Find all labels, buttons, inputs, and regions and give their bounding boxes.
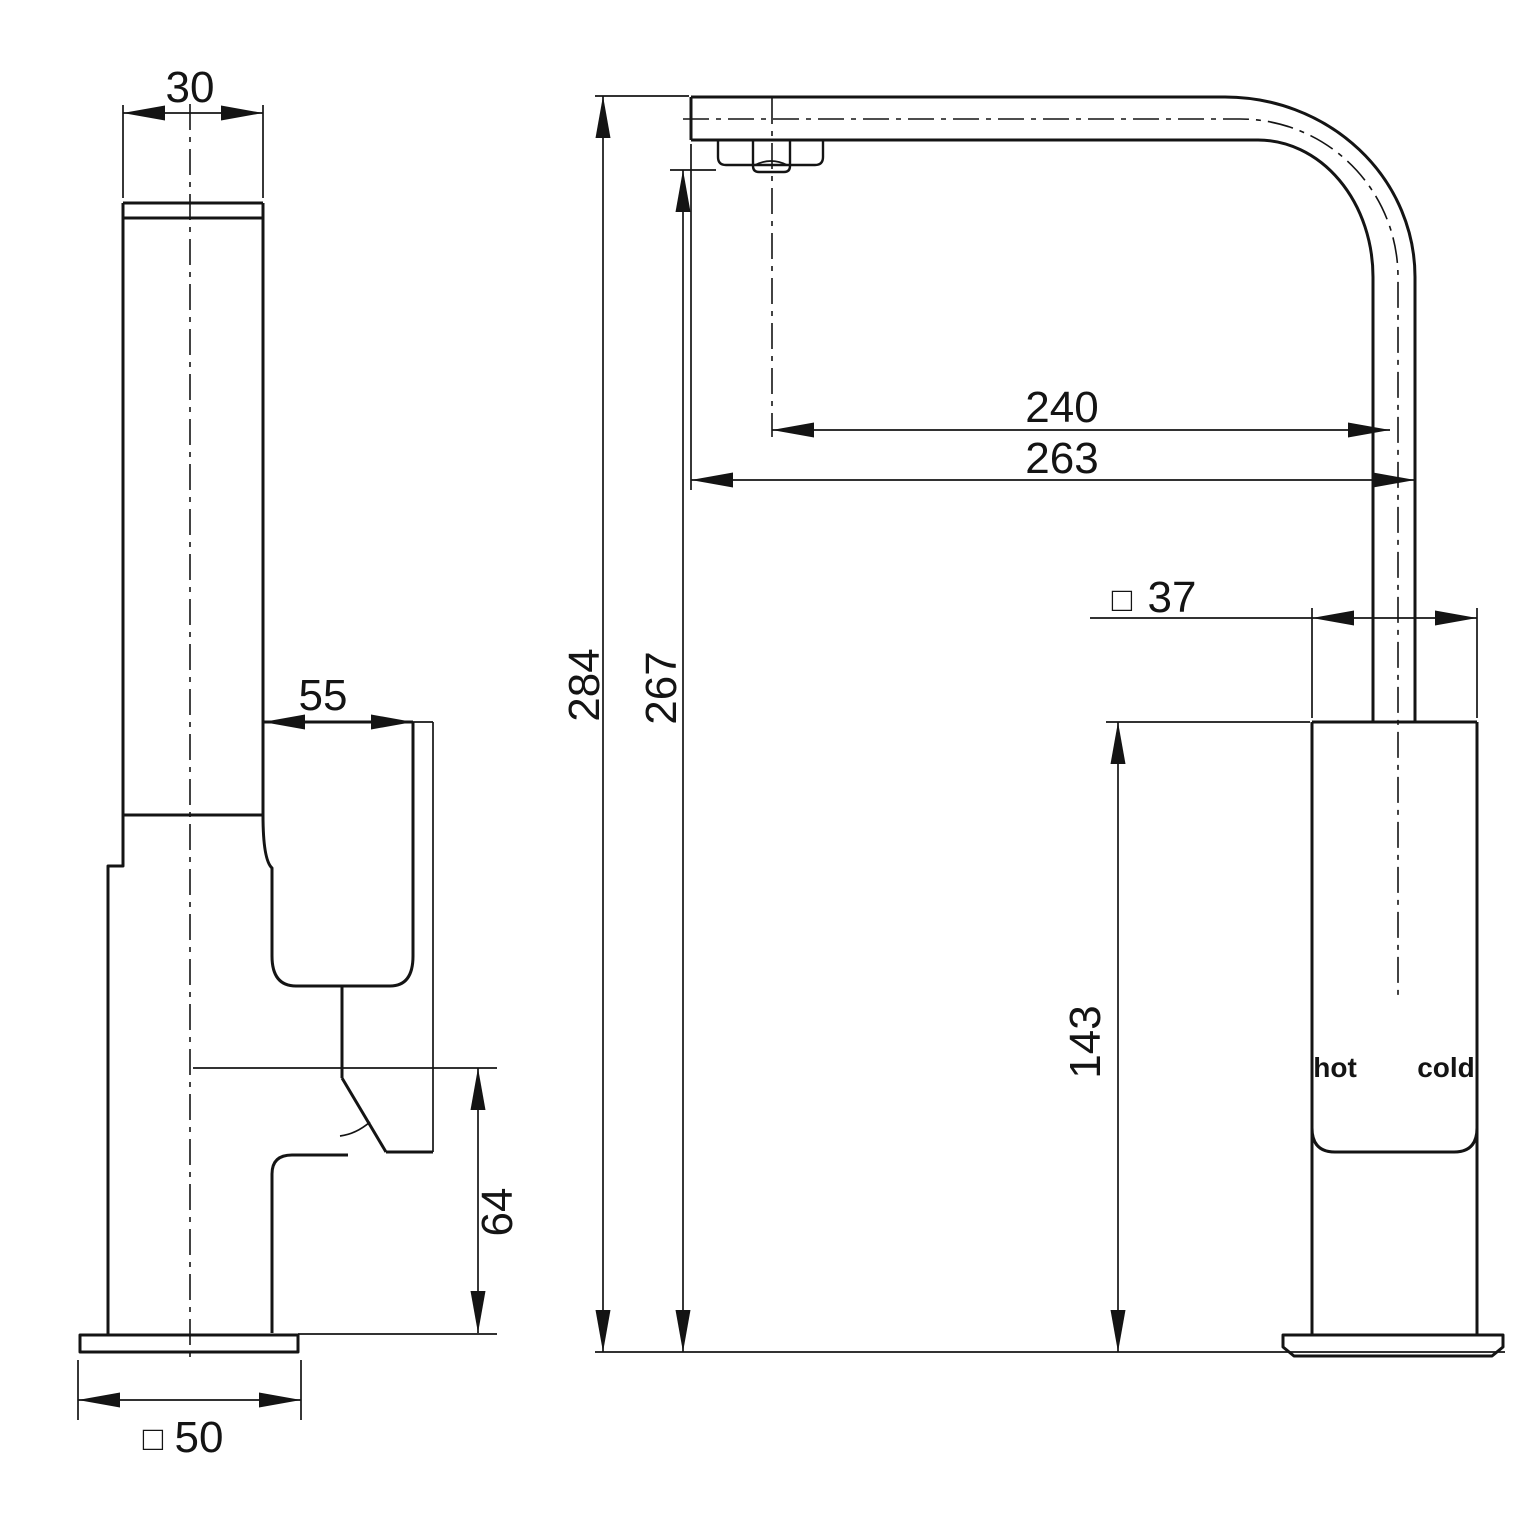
dim-value: 284: [560, 648, 609, 721]
dim-value: 143: [1061, 1005, 1110, 1078]
dim-value: 37: [1148, 573, 1197, 622]
cold-label: cold: [1417, 1052, 1475, 1083]
body-left-edge: [106, 203, 125, 1335]
aerator-housing: [716, 140, 825, 167]
dim-overall-height: 284: [560, 95, 689, 1352]
arrowhead-up: [675, 170, 691, 212]
lower-body-ledge: [270, 1153, 348, 1333]
dim-value: 55: [299, 671, 348, 720]
arrowhead-right: [371, 714, 413, 730]
spout-inner-edge: [691, 138, 1375, 722]
front-view-outline: [683, 95, 1505, 1358]
front-base-plate: [1281, 1333, 1505, 1358]
side-view: 30 55 64 □ 50: [77, 63, 522, 1462]
handle-grip-outline: [261, 722, 415, 988]
arrowhead-right: [1373, 472, 1415, 488]
dim-value: 50: [175, 1413, 224, 1462]
body-panel-bottom: [1310, 1127, 1479, 1154]
dim-value: 240: [1025, 383, 1098, 432]
arrowhead-down: [675, 1310, 691, 1352]
arrowhead-down: [470, 1291, 486, 1333]
dim-value: 30: [166, 63, 215, 112]
arrowhead-right: [1435, 610, 1477, 626]
arrowhead-left: [263, 714, 305, 730]
handle-tilted-edge: [340, 1077, 388, 1153]
aerator-mesh-arc: [754, 160, 788, 166]
arrowhead-down: [595, 1310, 611, 1352]
square-section-icon: □: [143, 1420, 164, 1458]
spout-centerline: [683, 118, 1399, 1000]
dim-body-width: □ 37: [1090, 573, 1478, 718]
arrowhead-up: [595, 96, 611, 138]
arrowhead-left: [772, 422, 814, 438]
front-view: 284 267 240 263: [560, 95, 1505, 1358]
arrowhead-right: [259, 1392, 301, 1408]
arrowhead-right: [221, 105, 263, 121]
side-base-plate: [78, 1333, 300, 1354]
spout-outer-edge: [691, 95, 1417, 722]
dim-spout-width: 30: [122, 63, 264, 198]
arrowhead-down: [1110, 1310, 1126, 1352]
dim-overall-reach: 263: [690, 144, 1415, 490]
arrowhead-left: [1312, 610, 1354, 626]
arrowhead-up: [1110, 722, 1126, 764]
dim-value: 263: [1025, 434, 1098, 483]
dim-base-width: □ 50: [77, 1360, 302, 1462]
dim-value: 64: [473, 1188, 522, 1237]
dim-handle-pivot-height: 64: [298, 1068, 522, 1335]
arrowhead-left: [691, 472, 733, 488]
dim-handle-depth: 55: [263, 671, 434, 1152]
dim-body-height: 143: [1061, 721, 1310, 1352]
dim-outlet-height: 267: [637, 169, 716, 1352]
aerator-outlet: [751, 140, 792, 174]
hot-label: hot: [1313, 1052, 1357, 1083]
side-view-outline: [78, 104, 497, 1362]
arrowhead-up: [470, 1068, 486, 1110]
handle-swing-arc: [339, 1121, 371, 1137]
arrowhead-left: [123, 105, 165, 121]
dim-value: 267: [637, 651, 686, 724]
arrowhead-left: [78, 1392, 120, 1408]
dim-spout-reach: 240: [772, 383, 1390, 438]
arrowhead-right: [1348, 422, 1390, 438]
square-section-icon: □: [1112, 581, 1133, 619]
